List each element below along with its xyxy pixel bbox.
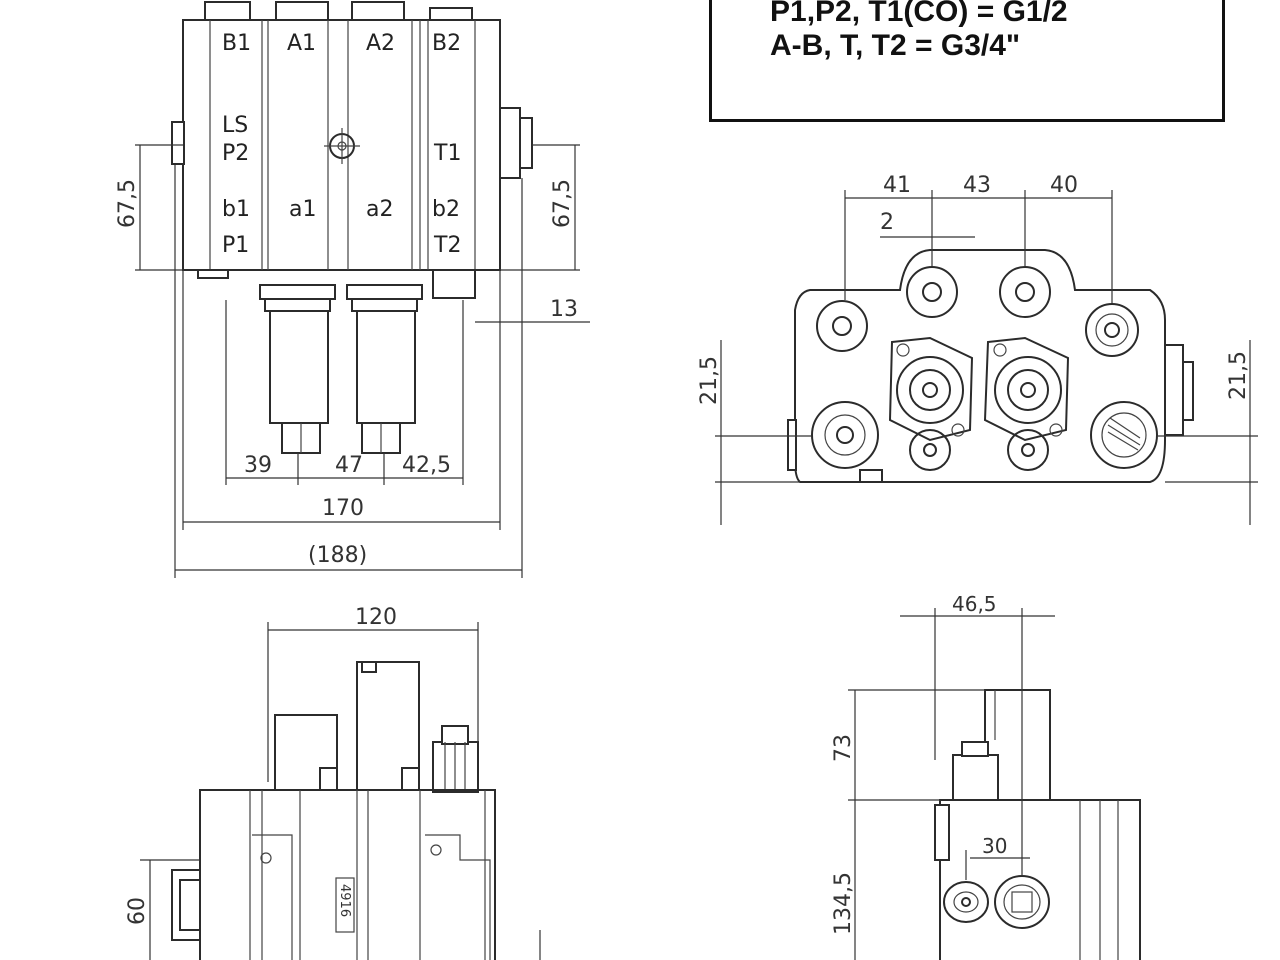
solenoid-nut bbox=[346, 284, 423, 300]
port-label-b1-low: b1 bbox=[222, 197, 250, 222]
flange-2 bbox=[983, 336, 1070, 442]
spec-line-1: P1,P2, T1(CO) = G1/2 bbox=[770, 0, 1068, 28]
port-circle bbox=[1085, 303, 1139, 357]
side-fitting-nut bbox=[519, 117, 533, 169]
fitting bbox=[952, 754, 999, 801]
port-circle bbox=[909, 429, 951, 471]
port-circle bbox=[1090, 401, 1158, 469]
dim-width-120: 120 bbox=[355, 605, 397, 630]
dim-height-left: 67,5 bbox=[115, 179, 140, 228]
top-fitting bbox=[204, 1, 251, 21]
port-label-a2-low: a2 bbox=[366, 197, 393, 222]
bottom-left-view: 4916 120 60 bbox=[125, 605, 541, 960]
dim-21-5-right: 21,5 bbox=[1226, 351, 1251, 400]
top-fitting bbox=[275, 1, 329, 21]
dim-46-5: 46,5 bbox=[952, 592, 997, 616]
port-circle bbox=[906, 266, 958, 318]
port-label-ls: LS bbox=[222, 113, 248, 138]
dim-134-5: 134,5 bbox=[831, 872, 856, 935]
dim-73: 73 bbox=[831, 734, 856, 762]
port-circle bbox=[816, 300, 868, 352]
solenoid-collar bbox=[264, 298, 331, 312]
spec-box: P1,P2, T1(CO) = G1/2 A-B, T, T2 = G3/4" bbox=[709, 0, 1225, 122]
port-label-b2: B2 bbox=[432, 31, 461, 56]
dim-42-5: 42,5 bbox=[402, 453, 451, 478]
port-circle bbox=[994, 875, 1050, 929]
side-plug bbox=[171, 121, 185, 165]
port-circle bbox=[811, 401, 879, 469]
top-fitting bbox=[429, 7, 473, 21]
dim-offset: 13 bbox=[550, 297, 578, 322]
dim-21-5-left: 21,5 bbox=[697, 356, 722, 405]
port-label-b2-low: b2 bbox=[432, 197, 460, 222]
port-label-t1: T1 bbox=[433, 141, 461, 166]
body-side bbox=[939, 799, 1141, 960]
side-fitting bbox=[1164, 344, 1184, 436]
port-label-p2: P2 bbox=[222, 141, 249, 166]
spec-line-2: A-B, T, T2 = G3/4" bbox=[770, 29, 1021, 62]
port-circle bbox=[999, 266, 1051, 318]
stamp-text: 4916 bbox=[337, 884, 352, 917]
bottom-plug bbox=[197, 269, 229, 279]
dim-overall-188: (188) bbox=[308, 543, 367, 568]
t2-fitting bbox=[432, 269, 476, 299]
dim-2: 2 bbox=[880, 210, 894, 235]
body-front bbox=[199, 789, 496, 960]
solenoid-1 bbox=[269, 310, 329, 424]
stamp-box bbox=[335, 877, 355, 933]
dim-height-60: 60 bbox=[125, 897, 150, 925]
port-label-p1: P1 bbox=[222, 233, 249, 258]
side-plug bbox=[934, 804, 950, 861]
dim-40: 40 bbox=[1050, 173, 1078, 198]
port-label-a1-low: a1 bbox=[289, 197, 316, 222]
side-plug bbox=[787, 419, 797, 471]
port-circle bbox=[943, 881, 989, 923]
flange-1 bbox=[888, 336, 974, 442]
bottom-plug bbox=[859, 469, 883, 483]
port-circle bbox=[1007, 429, 1049, 471]
solenoid-2 bbox=[356, 310, 416, 424]
side-fitting-nut bbox=[1182, 361, 1194, 421]
dim-height-right: 67,5 bbox=[550, 179, 575, 228]
dim-39: 39 bbox=[244, 453, 272, 478]
front-view: B1 A1 A2 B2 LS P2 T1 b1 a1 a2 b2 P1 T2 6… bbox=[115, 1, 590, 578]
side-fitting bbox=[499, 107, 521, 179]
bottom-right-view: 46,5 73 30 134,5 bbox=[831, 592, 1141, 960]
port-label-t2: T2 bbox=[433, 233, 461, 258]
top-fitting bbox=[351, 1, 405, 21]
side-body-outline bbox=[794, 249, 1166, 483]
side-view: 41 43 40 2 21,5 21,5 bbox=[697, 173, 1258, 525]
port-label-a1: A1 bbox=[287, 31, 316, 56]
dim-width-170: 170 bbox=[322, 496, 364, 521]
dim-47: 47 bbox=[335, 453, 363, 478]
port-label-a2: A2 bbox=[366, 31, 395, 56]
port-label-b1: B1 bbox=[222, 31, 251, 56]
dim-43: 43 bbox=[963, 173, 991, 198]
dim-41: 41 bbox=[883, 173, 911, 198]
solenoid-collar bbox=[351, 298, 418, 312]
dim-30: 30 bbox=[982, 834, 1007, 858]
solenoid-nut bbox=[259, 284, 336, 300]
